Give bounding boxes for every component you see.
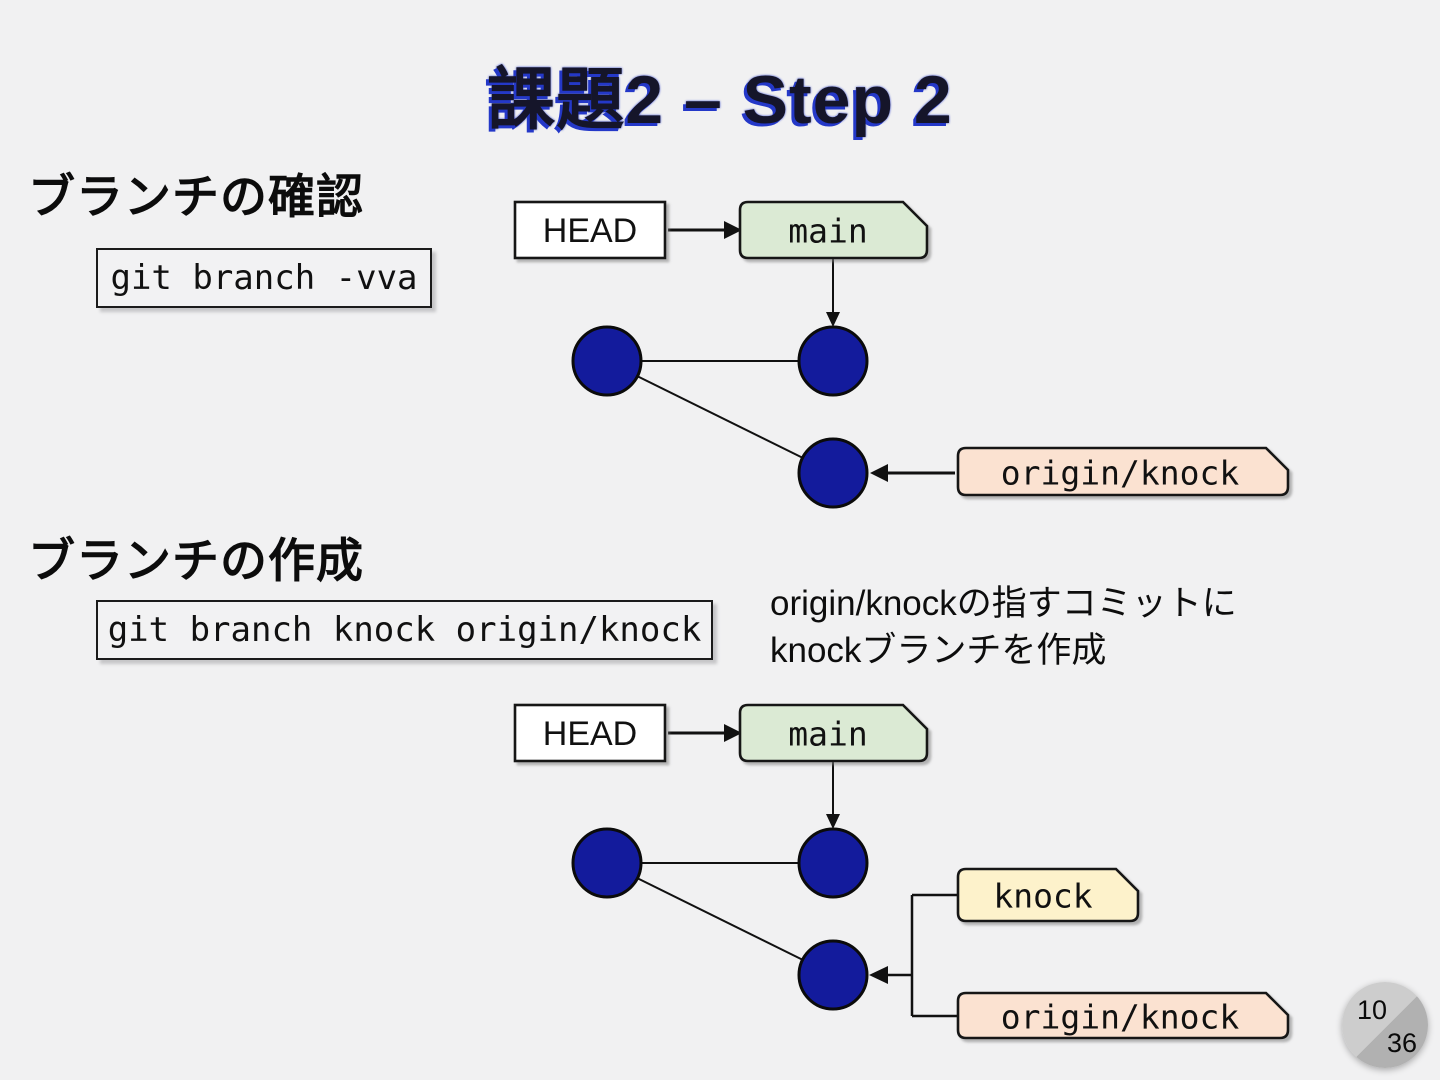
- origin-knock-label-top: origin/knock: [1001, 454, 1240, 493]
- main-tag-bottom: [738, 703, 929, 763]
- section-create-heading: ブランチの作成: [28, 534, 364, 587]
- create-note-line-2: knockブランチを作成: [770, 631, 1107, 670]
- origin-knock-label-bottom: origin/knock: [1001, 998, 1240, 1037]
- head-label-bottom: HEAD: [543, 715, 637, 753]
- commit-node-bottom-left: [571, 827, 643, 899]
- commit-node-bottom-right: [797, 827, 869, 899]
- main-to-commit-arrowhead-bottom: [826, 814, 840, 829]
- create-note: origin/knockの指すコミットに knockブランチを作成: [770, 580, 1237, 674]
- knock-tag: [956, 867, 1140, 923]
- knock-label: knock: [993, 877, 1092, 916]
- main-tag-top: [738, 200, 929, 260]
- main-to-commit-arrowhead-top: [826, 312, 840, 327]
- commit-edge-diagonal-top: [636, 375, 804, 459]
- origin-knock-tag-top: [956, 446, 1290, 497]
- command-box-check: git branch -vva: [96, 248, 432, 308]
- page-number-total: 36: [1386, 1028, 1417, 1058]
- head-label-top: HEAD: [543, 212, 637, 250]
- command-box-create: git branch knock origin/knock: [96, 600, 713, 660]
- origin-knock-tag-bottom: [956, 991, 1290, 1040]
- commit-node-top-right: [797, 325, 869, 397]
- command-text-create: git branch knock origin/knock: [107, 610, 702, 650]
- commit-node-top-branch: [797, 437, 869, 509]
- page-number-badge: 10 36: [1342, 982, 1428, 1068]
- page-number-current: 10: [1357, 995, 1388, 1025]
- commit-node-top-left: [571, 325, 643, 397]
- command-text-check: git branch -vva: [110, 258, 418, 298]
- main-label-bottom: main: [788, 715, 867, 754]
- head-box-bottom: [513, 703, 667, 763]
- origin-to-commit-arrowhead-top: [870, 464, 888, 482]
- commit-edge-diagonal-bottom: [636, 877, 804, 961]
- head-to-main-arrowhead-top: [724, 221, 742, 239]
- main-label-top: main: [788, 212, 867, 251]
- head-to-main-arrowhead-bottom: [724, 724, 742, 742]
- create-note-line-1: origin/knockの指すコミットに: [770, 584, 1237, 623]
- section-check-heading: ブランチの確認: [28, 170, 364, 223]
- commit-node-bottom-branch: [797, 939, 869, 1011]
- bracket-to-commit-arrowhead: [869, 966, 888, 984]
- head-box-top: [513, 200, 667, 260]
- slide-title: 課題2 – Step 2: [487, 62, 953, 138]
